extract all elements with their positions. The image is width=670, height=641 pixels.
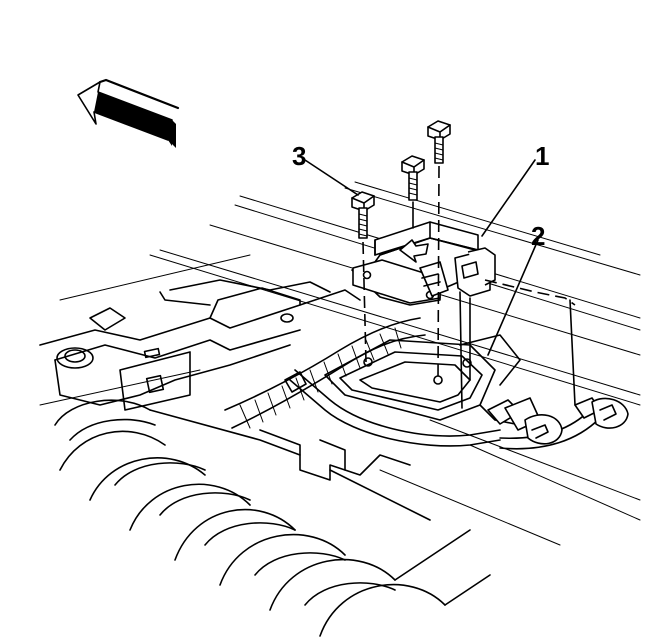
connector-left [487, 397, 563, 445]
cross-member [39, 279, 361, 411]
callout-labels: 1 2 3 [292, 141, 549, 251]
sensor-mount-pad [324, 334, 521, 426]
floor-pan-lines [39, 181, 641, 546]
callout-2: 2 [531, 221, 545, 251]
bolt-right [427, 120, 451, 164]
alignment-lines [362, 165, 576, 409]
forward-direction-arrow [77, 78, 180, 148]
leader-lines [304, 159, 539, 356]
connector-right [574, 397, 629, 429]
bolt-holes [363, 357, 472, 385]
corrugated-tunnel [54, 399, 491, 637]
bolt-left [351, 191, 375, 239]
callout-3: 3 [292, 141, 306, 171]
sensing-diagnostic-module [351, 221, 496, 306]
bolt-middle [401, 155, 425, 201]
callout-1: 1 [535, 141, 549, 171]
